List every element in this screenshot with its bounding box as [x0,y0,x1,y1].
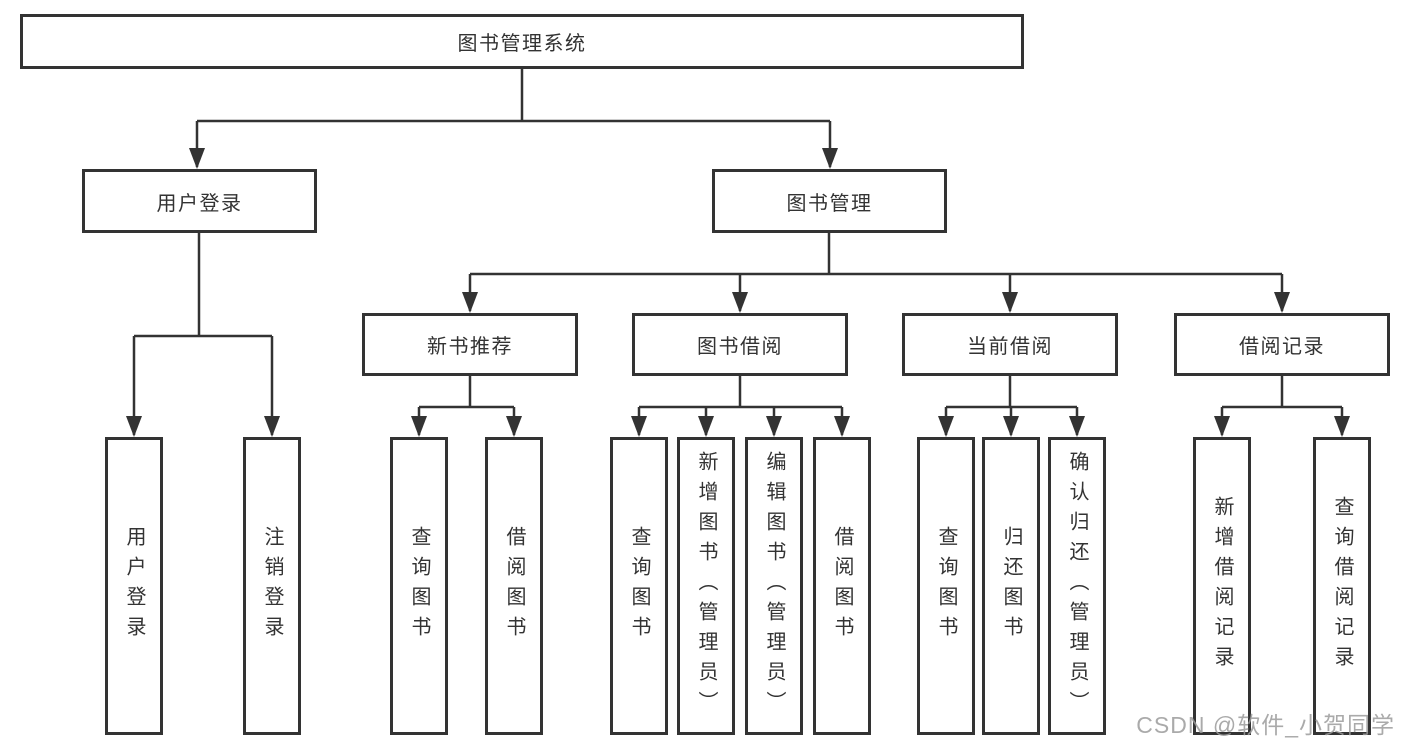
node-leaf-add-books-admin: 新增图书（管理员） [677,437,735,735]
node-leaf-user-login: 用户登录 [105,437,163,735]
node-borrowing-records: 借阅记录 [1174,313,1390,376]
node-leaf-logout-label: 注销登录 [261,526,283,646]
node-borrowing-records-label: 借阅记录 [1239,336,1325,358]
node-leaf-query-books-borrowing-label: 查询图书 [628,526,650,646]
node-leaf-logout: 注销登录 [243,437,301,735]
node-current-borrowing: 当前借阅 [902,313,1118,376]
node-leaf-edit-books-admin-label: 编辑图书（管理员） [763,451,785,721]
node-leaf-add-books-admin-label: 新增图书（管理员） [695,451,717,721]
node-leaf-user-login-label: 用户登录 [123,526,145,646]
node-new-book-recommendation: 新书推荐 [362,313,578,376]
node-user-login: 用户登录 [82,169,317,233]
node-leaf-edit-books-admin: 编辑图书（管理员） [745,437,803,735]
node-leaf-query-borrow-record-label: 查询借阅记录 [1331,496,1353,676]
node-book-borrowing-label: 图书借阅 [697,336,783,358]
node-leaf-add-borrow-record-label: 新增借阅记录 [1211,496,1233,676]
node-leaf-query-books-borrowing: 查询图书 [610,437,668,735]
watermark: CSDN @软件_小贺同学 [1136,712,1395,738]
node-book-management: 图书管理 [712,169,947,233]
node-new-book-recommendation-label: 新书推荐 [427,336,513,358]
arrowhead-icons [126,148,1350,437]
node-book-borrowing: 图书借阅 [632,313,848,376]
node-leaf-query-books-current-label: 查询图书 [935,526,957,646]
node-user-login-label: 用户登录 [156,192,243,215]
node-leaf-borrow-books-recommend-label: 借阅图书 [503,526,525,646]
node-leaf-return-books-label: 归还图书 [1000,526,1022,646]
node-root-label: 图书管理系统 [457,33,587,55]
node-leaf-borrow-books-borrowing: 借阅图书 [813,437,871,735]
node-leaf-return-books: 归还图书 [982,437,1040,735]
node-book-management-label: 图书管理 [786,192,873,215]
node-leaf-query-books-recommend: 查询图书 [390,437,448,735]
node-leaf-confirm-return-admin: 确认归还（管理员） [1048,437,1106,735]
node-leaf-query-books-recommend-label: 查询图书 [408,526,430,646]
node-leaf-query-books-current: 查询图书 [917,437,975,735]
node-current-borrowing-label: 当前借阅 [967,336,1053,358]
node-leaf-confirm-return-admin-label: 确认归还（管理员） [1066,451,1088,721]
node-leaf-borrow-books-recommend: 借阅图书 [485,437,543,735]
connector-strokes [132,69,1344,435]
node-leaf-borrow-books-borrowing-label: 借阅图书 [831,526,853,646]
node-root: 图书管理系统 [20,14,1024,69]
node-leaf-query-borrow-record: 查询借阅记录 [1313,437,1371,735]
node-leaf-add-borrow-record: 新增借阅记录 [1193,437,1251,735]
